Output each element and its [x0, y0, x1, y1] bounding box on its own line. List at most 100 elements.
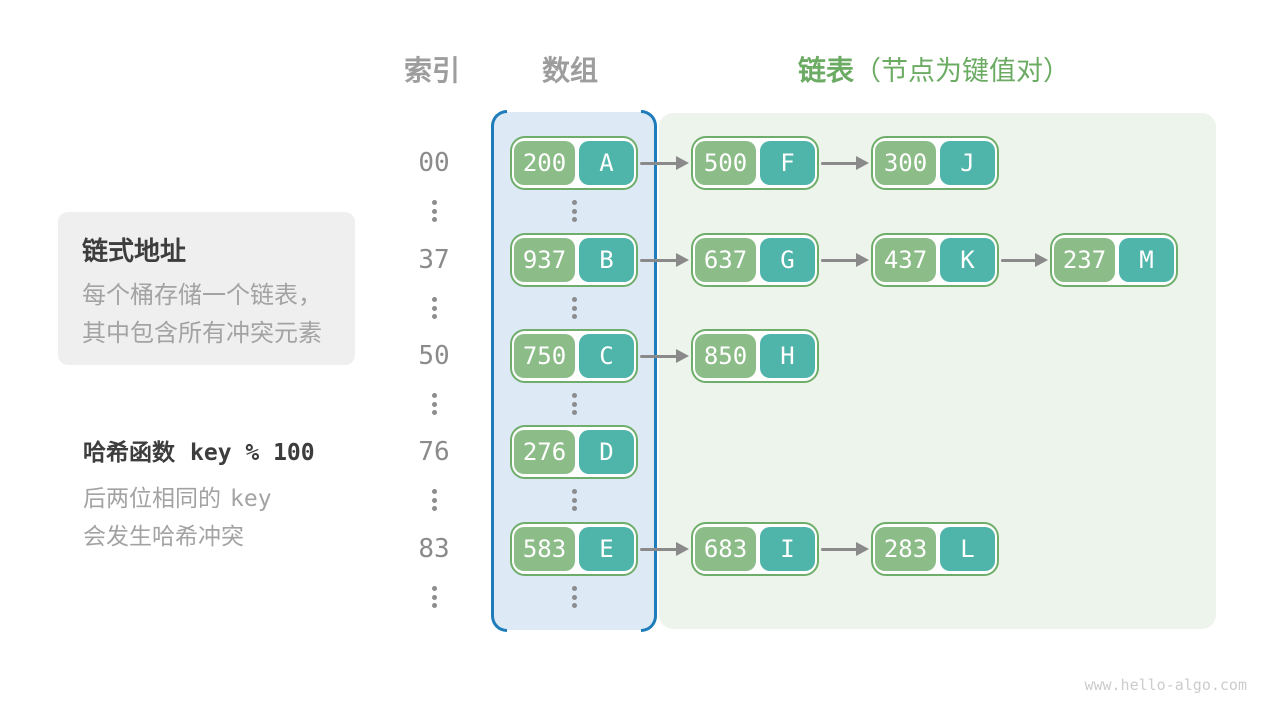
ellipsis-dot [571, 393, 577, 398]
ellipsis-dots [431, 586, 437, 608]
watermark: www.hello-algo.com [1084, 676, 1247, 694]
node-key: 637 [695, 238, 756, 282]
node-key: 500 [695, 141, 756, 185]
ellipsis-dots [571, 200, 577, 222]
node-value: A [579, 141, 634, 185]
node-value: B [579, 238, 634, 282]
ellipsis-dot [431, 506, 437, 511]
ellipsis-dot [431, 401, 437, 407]
index-column-header: 索引 [403, 55, 461, 86]
hash-note-title-code: key % 100 [190, 440, 315, 466]
ellipsis-dot [431, 208, 437, 214]
ellipsis-dot [431, 410, 437, 415]
node-key: 276 [514, 430, 575, 474]
next-pointer-arrow [640, 252, 689, 268]
bucket-index-label: 76 [418, 437, 450, 467]
hash-note-line-2: 会发生哈希冲突 [83, 523, 244, 549]
node-key: 237 [1054, 238, 1115, 282]
next-pointer-arrow [1001, 252, 1048, 268]
note-box-body: 每个桶存储一个链表， 其中包含所有冲突元素 [82, 277, 355, 353]
ellipsis-dot [571, 586, 577, 591]
ellipsis-dots [571, 297, 577, 319]
hash-note-title: 哈希函数 key % 100 [83, 433, 315, 467]
ellipsis-dot [571, 497, 577, 503]
ellipsis-dot [571, 305, 577, 311]
ellipsis-dot [571, 603, 577, 608]
node-value: I [760, 527, 815, 571]
ellipsis-dots [571, 489, 577, 511]
chaining-note-box: 链式地址 每个桶存储一个链表， 其中包含所有冲突元素 [58, 212, 355, 365]
bucket-index-label: 50 [418, 341, 450, 371]
ellipsis-dot [571, 401, 577, 407]
node-value: E [579, 527, 634, 571]
ellipsis-dot [431, 594, 437, 600]
node-key: 937 [514, 238, 575, 282]
node-value: D [579, 430, 634, 474]
bucket-index-label: 37 [418, 245, 450, 275]
ellipsis-dot [571, 200, 577, 205]
node-key: 850 [695, 334, 756, 378]
array-column-header: 数组 [541, 55, 599, 86]
node-key: 300 [875, 141, 936, 185]
node-key: 283 [875, 527, 936, 571]
note-box-title: 链式地址 [82, 236, 187, 266]
ellipsis-dot [571, 489, 577, 494]
node-value: M [1119, 238, 1174, 282]
ellipsis-dots [431, 393, 437, 415]
ellipsis-dot [431, 200, 437, 205]
node-key: 437 [875, 238, 936, 282]
node-value: K [940, 238, 995, 282]
node-value: J [940, 141, 995, 185]
ellipsis-dot [431, 603, 437, 608]
hash-note-line1-text: 后两位相同的 [83, 485, 221, 511]
next-pointer-arrow [640, 541, 689, 557]
bucket-index-label: 00 [418, 148, 450, 178]
ellipsis-dot [571, 410, 577, 415]
node-value: H [760, 334, 815, 378]
ellipsis-dot [571, 297, 577, 302]
ellipsis-dot [571, 314, 577, 319]
node-key: 583 [514, 527, 575, 571]
ellipsis-dot [431, 489, 437, 494]
ellipsis-dot [431, 586, 437, 591]
next-pointer-arrow [640, 348, 689, 364]
node-key: 200 [514, 141, 575, 185]
ellipsis-dot [431, 305, 437, 311]
note-box-line-2: 其中包含所有冲突元素 [82, 320, 322, 347]
node-value: C [579, 334, 634, 378]
ellipsis-dots [571, 586, 577, 608]
ellipsis-dot [571, 217, 577, 222]
node-value: G [760, 238, 815, 282]
ellipsis-dot [571, 506, 577, 511]
ellipsis-dots [571, 393, 577, 415]
next-pointer-arrow [821, 155, 869, 171]
node-key: 683 [695, 527, 756, 571]
note-box-line-1: 每个桶存储一个链表， [82, 282, 322, 309]
next-pointer-arrow [821, 252, 869, 268]
ellipsis-dot [571, 208, 577, 214]
ellipsis-dot [431, 297, 437, 302]
list-header-note: （节点为键值对） [854, 56, 1071, 86]
ellipsis-dot [431, 393, 437, 398]
hash-note-title-text: 哈希函数 [83, 439, 175, 465]
ellipsis-dot [431, 314, 437, 319]
next-pointer-arrow [640, 155, 689, 171]
node-value: L [940, 527, 995, 571]
